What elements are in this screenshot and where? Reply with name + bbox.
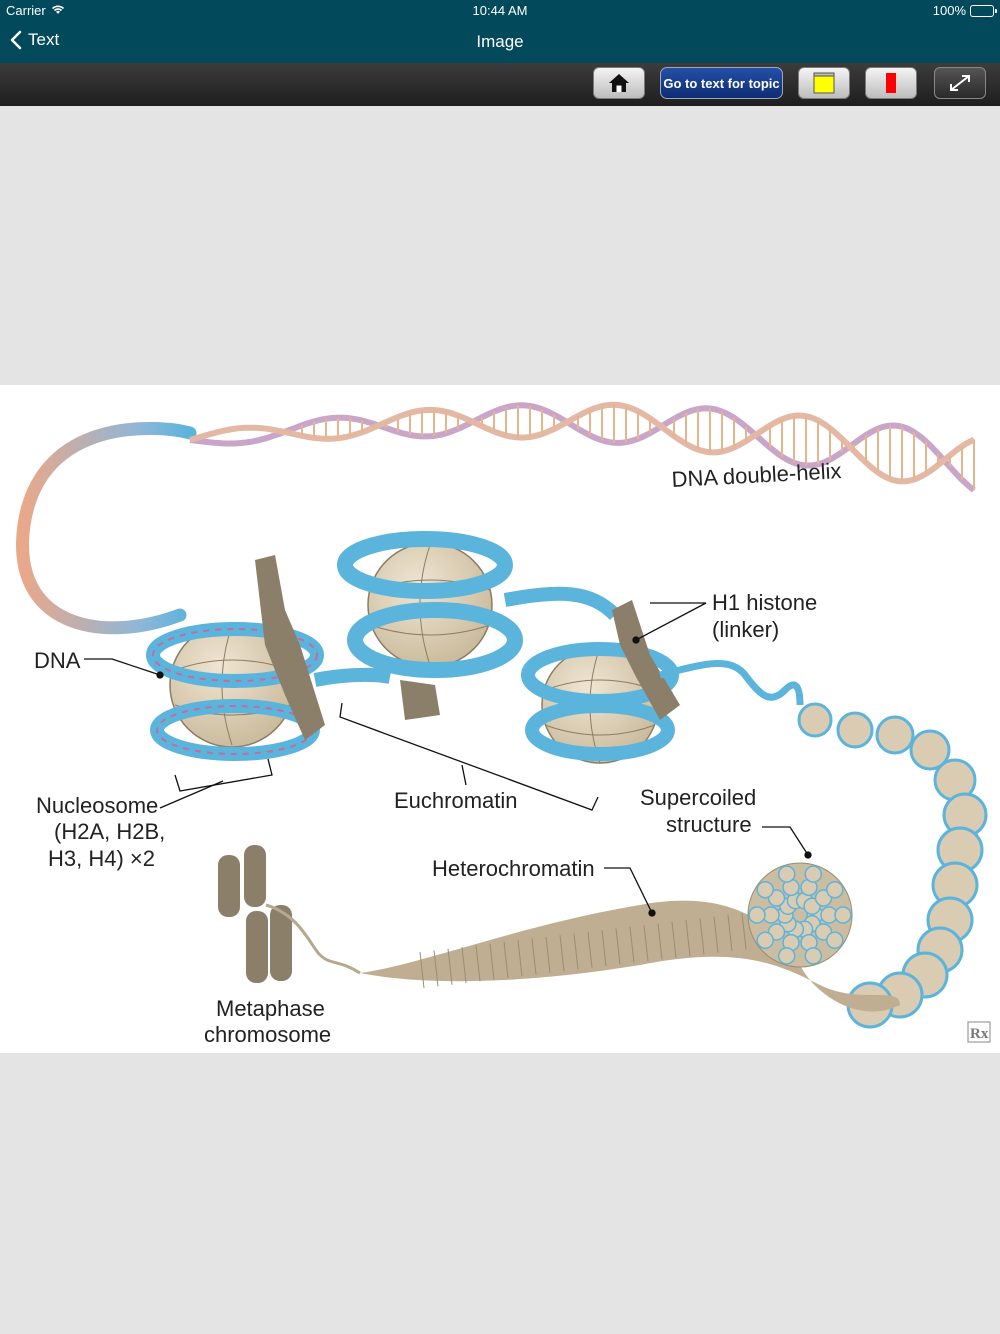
battery-icon (970, 5, 997, 17)
label-euchromatin: Euchromatin (394, 788, 518, 813)
label-heterochromatin: Heterochromatin (432, 856, 595, 881)
toolbar: Go to text for topic (0, 63, 1000, 106)
red-bookmark-button[interactable] (865, 67, 917, 99)
dna-double-helix (16, 401, 976, 635)
metaphase-chromosome (218, 845, 361, 983)
chromatin-fiber-beads (797, 702, 988, 1029)
label-supercoiled: Supercoiled (640, 785, 756, 810)
home-icon (609, 74, 629, 92)
status-bar: Carrier 10:44 AM 100% (0, 0, 1000, 22)
expand-icon (950, 75, 970, 91)
euchromatin-nucleosomes (146, 531, 804, 764)
wifi-icon (50, 2, 66, 19)
rx-logo: Rx (970, 1026, 989, 1042)
label-h1-linker: (linker) (712, 617, 779, 642)
label-dna-helix: DNA double-helix (671, 458, 842, 492)
battery-percent: 100% (932, 3, 966, 18)
chromatin-figure: DNA double-helix H1 histone (linker) DNA… (0, 385, 1000, 1053)
page-title: Image (476, 32, 524, 51)
expand-button[interactable] (934, 67, 986, 99)
label-nucleosome-count: H3, H4) ×2 (48, 846, 155, 871)
label-nucleosome-proteins: (H2A, H2B, (54, 819, 165, 844)
yellow-note-icon (813, 72, 835, 94)
figure-labels: DNA double-helix H1 histone (linker) DNA… (34, 458, 991, 1047)
label-dna: DNA (34, 648, 81, 673)
yellow-highlight-button[interactable] (798, 67, 850, 99)
nav-bar: Text Image (0, 22, 1000, 63)
go-to-text-button[interactable]: Go to text for topic (660, 67, 783, 99)
back-button-label: Text (28, 30, 60, 49)
label-h1-histone: H1 histone (712, 590, 817, 615)
label-metaphase: Metaphase (216, 996, 325, 1021)
chevron-left-icon (10, 30, 22, 50)
back-button[interactable]: Text (10, 30, 59, 50)
callout-lines (84, 602, 812, 917)
label-structure: structure (666, 812, 752, 837)
label-nucleosome: Nucleosome (36, 793, 158, 818)
clock-label: 10:44 AM (472, 3, 528, 18)
red-bookmark-icon (886, 73, 896, 93)
home-button[interactable] (593, 67, 645, 99)
carrier-label: Carrier (6, 3, 46, 18)
label-chromosome: chromosome (204, 1022, 331, 1047)
heterochromatin-fiber (360, 862, 900, 1012)
